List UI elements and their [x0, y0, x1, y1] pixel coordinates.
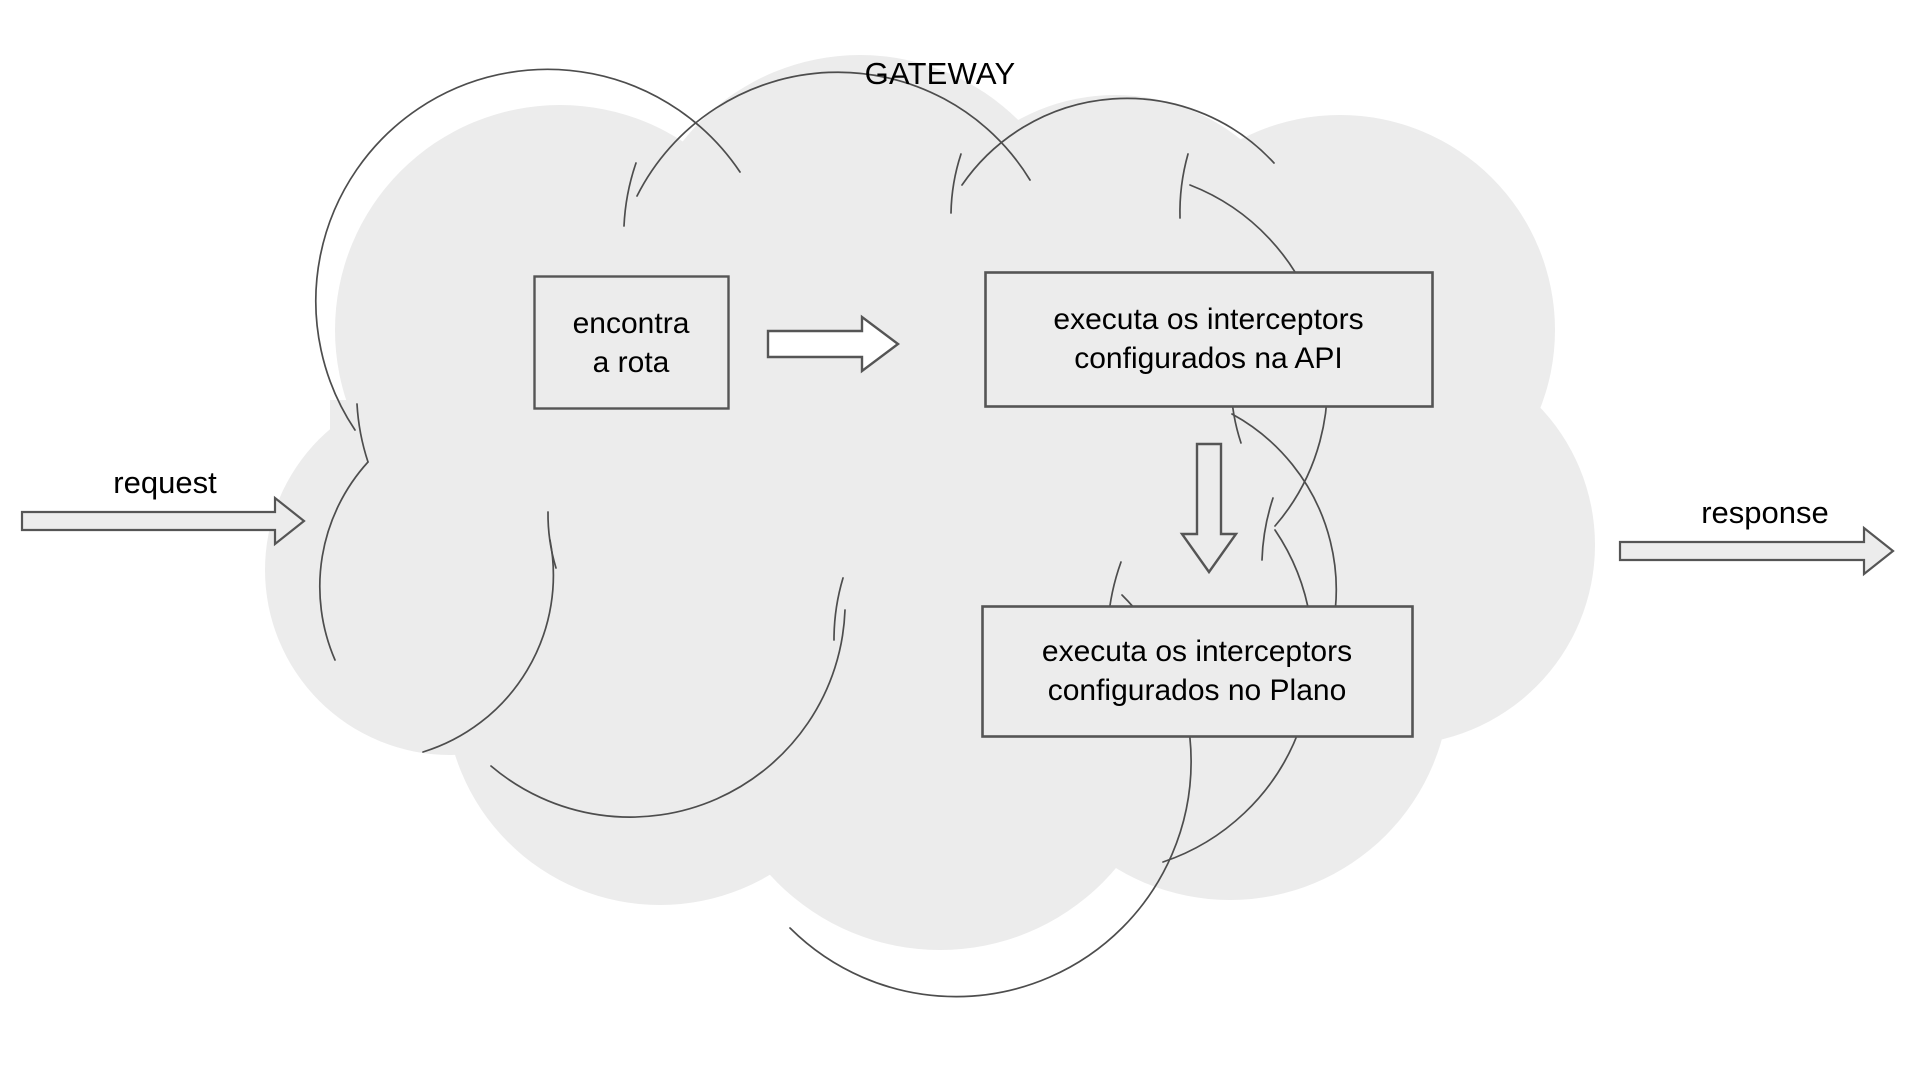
response-arrow[interactable]: [1618, 525, 1895, 577]
box-encontra-a-rota[interactable]: [533, 275, 730, 410]
api-to-plan-arrow[interactable]: [1179, 442, 1239, 575]
request-arrow[interactable]: [20, 495, 306, 547]
box-interceptors-plano[interactable]: [981, 605, 1414, 738]
route-to-api-arrow[interactable]: [766, 314, 900, 374]
gateway-cloud[interactable]: [265, 55, 1595, 998]
response-arrow-label: response: [1701, 495, 1829, 530]
request-arrow-label: request: [113, 465, 217, 500]
page-title: GATEWAY: [864, 56, 1016, 91]
box-interceptors-api[interactable]: [984, 271, 1434, 408]
